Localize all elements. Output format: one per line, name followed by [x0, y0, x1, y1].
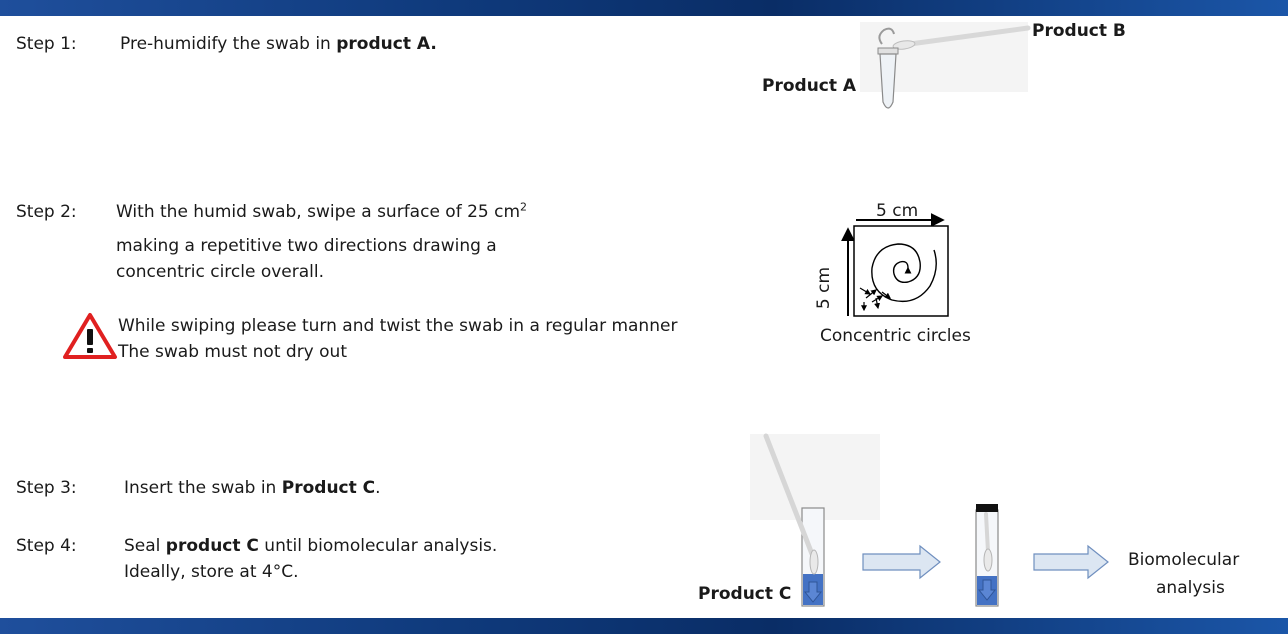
- tube-cap: [878, 27, 895, 45]
- step1-text: Pre-humidify the swab in product A.: [120, 34, 437, 54]
- tube-rim: [877, 47, 899, 55]
- step3-text: Insert the swab in Product C.: [124, 478, 381, 498]
- swab-tip: [892, 40, 916, 50]
- swipe-direction-arrows: [859, 287, 891, 312]
- warning-triangle-icon: [63, 313, 117, 359]
- step2-line2: making a repetitive two directions drawi…: [116, 236, 497, 256]
- tube2-down-arrow: [977, 579, 997, 601]
- tube2-swab-stick: [984, 512, 990, 554]
- step2-label: Step 2:: [16, 202, 77, 222]
- step4-label: Step 4:: [16, 536, 77, 556]
- square-caption: Concentric circles: [820, 326, 971, 346]
- step4-line2: Ideally, store at 4°C.: [124, 562, 299, 582]
- tube1-down-arrow: [803, 581, 823, 603]
- tube2-cap: [976, 504, 998, 512]
- step2-line1: With the humid swab, swipe a surface of …: [116, 200, 528, 222]
- product-c-label: Product C: [698, 584, 792, 604]
- square-width-label: 5 cm: [876, 201, 919, 221]
- result-line2: analysis: [1156, 578, 1225, 598]
- step3-label: Step 3:: [16, 478, 77, 498]
- tube-body: [879, 53, 897, 109]
- process-arrow-1: [862, 544, 941, 580]
- step2-line3: concentric circle overall.: [116, 262, 325, 282]
- product-a-label: Product A: [762, 76, 857, 96]
- warning-line2: The swab must not dry out: [118, 342, 347, 362]
- square-height-label: 5 cm: [814, 266, 835, 310]
- product-c-process-illustration: [750, 433, 1109, 607]
- top-banner-bar: [0, 0, 1288, 16]
- result-line1: Biomolecular: [1128, 550, 1240, 570]
- product-a-b-illustration: [860, 22, 1031, 109]
- surface-square: [853, 225, 949, 317]
- tube1-swab-tip: [809, 549, 819, 575]
- bottom-banner-bar: [0, 618, 1288, 634]
- tube1-swab-stick: [763, 433, 815, 557]
- concentric-circles-diagram: [841, 213, 949, 317]
- tube2-swab-tip: [983, 548, 993, 572]
- swab-stick: [907, 25, 1031, 47]
- process-arrow-2: [1033, 544, 1109, 580]
- spiral-path: [871, 243, 937, 303]
- step1-label: Step 1:: [16, 34, 77, 54]
- step4-line1: Seal product C until biomolecular analys…: [124, 536, 498, 556]
- warning-line1: While swiping please turn and twist the …: [118, 316, 678, 336]
- product-b-label: Product B: [1032, 21, 1126, 41]
